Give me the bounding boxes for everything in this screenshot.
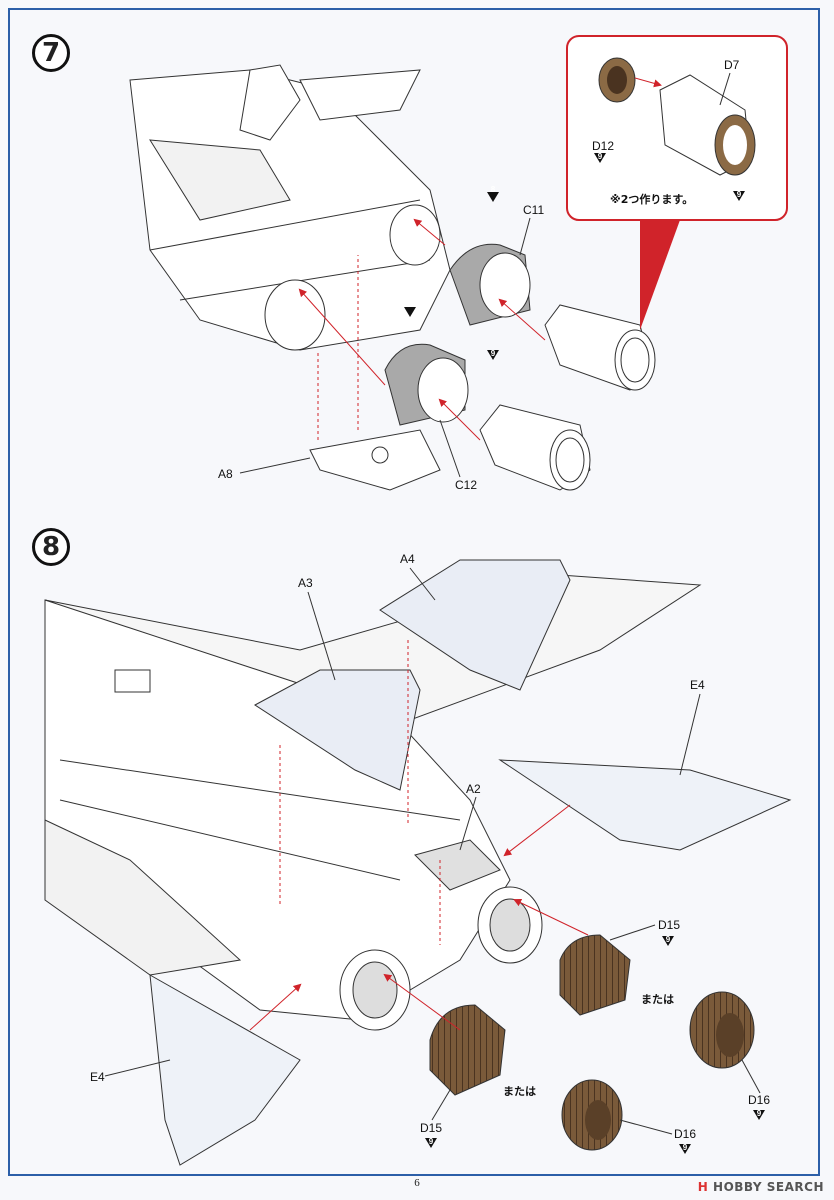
label-c12: C12 [455,478,477,492]
label-d16-top: D16 [748,1093,770,1107]
label-a3: A3 [298,576,313,590]
step-7-number: 7 [32,34,70,72]
d16-top-nozzle [689,991,755,1069]
step8-labels: A4 A3 E4 A2 D15 または E4 または D16 D15 D16 [90,552,770,1141]
d16-bottom-nozzle [561,1079,623,1151]
label-a8: A8 [218,467,233,481]
badge-9-d15-top: 9 [666,935,671,944]
step-8-number: 8 [32,528,70,566]
step7-note: ※2つ作ります。 [610,192,693,206]
step8-a2-panel [414,839,501,891]
label-d7: D7 [724,58,740,72]
step7-labels: A8 C11 C12 D7 D12 ※2つ作ります。 [218,58,740,492]
step7-badges: 8 8 9 9 9 [404,152,745,360]
badge-9-d15-bottom: 9 [429,1137,434,1146]
step7-a8-panel [309,429,441,491]
step8-e4-upper [498,759,792,851]
step7-leaders [298,218,546,441]
badge-8-c11: 8 [491,185,496,194]
or-text-top: または [641,993,674,1006]
label-c11: C11 [523,203,544,217]
label-e4-top: E4 [690,678,705,692]
step7-liner-upper [544,304,656,391]
step7-liner-lower [479,404,591,491]
step8-a4-fin [379,559,571,691]
badge-8-c12: 8 [408,300,413,309]
watermark-mark: H [697,1180,709,1194]
step7-airframe [129,64,451,351]
label-d16-bottom: D16 [674,1127,696,1141]
step8-leaders [249,640,589,1031]
badge-9-d7: 9 [737,190,742,199]
watermark-text: HOBBY SEARCH [713,1180,824,1194]
label-d15-top: D15 [658,918,680,932]
step7-c12-nozzle [384,343,469,426]
label-e4-bottom: E4 [90,1070,105,1084]
step8-nozzles [429,934,755,1151]
or-text-bottom: または [503,1085,536,1098]
step8-a3-fin [254,669,421,791]
label-d12: D12 [592,139,614,153]
label-a4: A4 [400,552,415,566]
label-a2: A2 [466,782,481,796]
badge-9-c12: 9 [491,349,496,358]
badge-9-d12: 9 [598,152,603,161]
d15-top-nozzle [559,934,631,1016]
step7-detail-callout [566,35,788,330]
watermark: H HOBBY SEARCH [698,1180,824,1194]
page-frame [8,8,820,1176]
badge-9-d16-bottom: 9 [683,1143,688,1152]
step8-badges: 9 9 9 9 [425,935,765,1154]
label-d15-bottom: D15 [420,1121,442,1135]
step7-c11-nozzle [449,243,531,326]
step8-e4-lower [149,974,301,1166]
page-number: 6 [414,1177,420,1189]
badge-9-d16-top: 9 [757,1109,762,1118]
d15-bottom-nozzle [429,1004,506,1096]
